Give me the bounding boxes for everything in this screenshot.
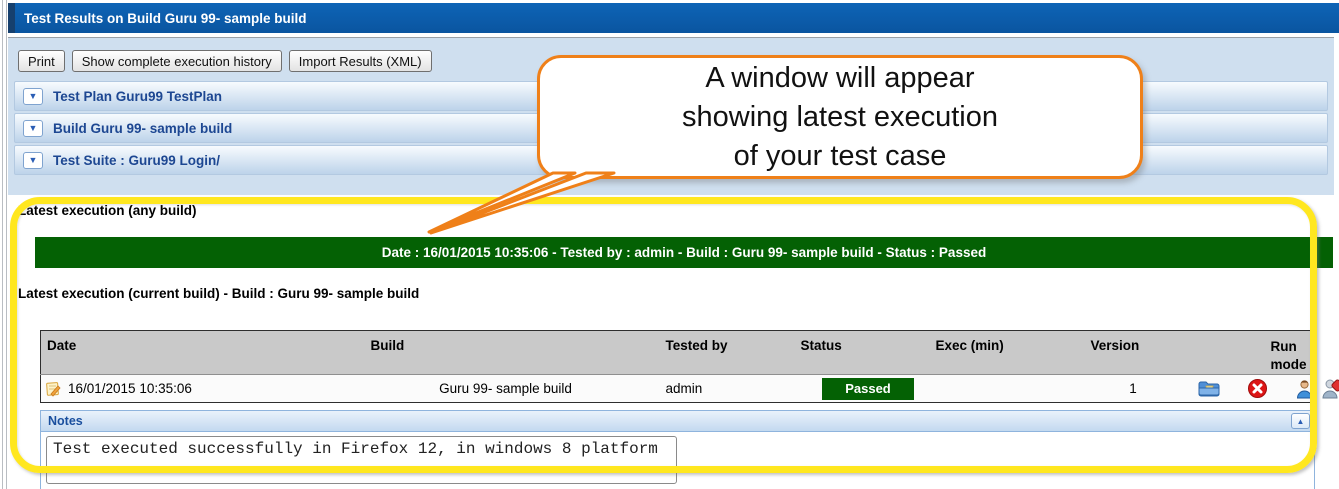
notes-text-field[interactable]: Test executed successfully in Firefox 12…: [46, 436, 677, 484]
column-header-run-mode: Run mode: [1175, 330, 1316, 375]
execution-date: 16/01/2015 10:35:06: [68, 381, 192, 396]
table-header-row: Date Build Tested by Status Exec (min) V…: [40, 330, 1316, 375]
page-title-text: Test Results on Build Guru 99- sample bu…: [24, 10, 307, 26]
import-results-button[interactable]: Import Results (XML): [288, 50, 432, 72]
chevron-down-icon[interactable]: ▼: [23, 87, 43, 105]
manual-run-mode-user-icon[interactable]: [1295, 379, 1314, 399]
execution-exec-min: [935, 374, 1091, 403]
user-status-icon[interactable]: [1320, 378, 1339, 405]
notes-body: Test executed successfully in Firefox 12…: [40, 432, 1315, 489]
callout-line: of your test case: [733, 139, 947, 172]
print-button[interactable]: Print: [18, 50, 65, 72]
notes-panel: Notes ▲ Test executed successfully in Fi…: [40, 410, 1315, 489]
accordion-label: Test Suite : Guru99 Login/: [53, 152, 221, 168]
column-header-date: Date: [40, 330, 371, 375]
callout-line: showing latest execution: [682, 100, 998, 133]
accordion-label: Build Guru 99- sample build: [53, 120, 233, 136]
execution-tester: admin: [640, 374, 801, 403]
chevron-down-icon[interactable]: ▼: [23, 151, 43, 169]
execution-version: 1: [1090, 374, 1176, 403]
accordion-label: Test Plan Guru99 TestPlan: [53, 88, 223, 104]
frame-divider-line: [6, 0, 7, 489]
annotation-callout-bubble: A window will appear showing latest exec…: [537, 55, 1143, 179]
table-row: 16/01/2015 10:35:06 Guru 99- sample buil…: [40, 374, 1316, 403]
column-header-tested-by: Tested by: [640, 330, 801, 375]
notes-header: Notes ▲: [40, 410, 1315, 432]
edit-note-icon: [45, 381, 62, 397]
latest-execution-current-build-label: Latest execution (current build) - Build…: [18, 286, 420, 301]
collapse-up-icon[interactable]: ▲: [1291, 413, 1310, 429]
chevron-down-icon[interactable]: ▼: [23, 119, 43, 137]
page-title: Test Results on Build Guru 99- sample bu…: [8, 3, 1339, 33]
notes-title: Notes: [48, 414, 83, 428]
column-header-exec-min: Exec (min): [935, 330, 1091, 375]
latest-execution-banner-text: Date : 16/01/2015 10:35:06 - Tested by :…: [381, 245, 987, 260]
attachment-folder-icon[interactable]: [1198, 380, 1220, 397]
column-header-status: Status: [800, 330, 936, 375]
execution-build: Guru 99- sample build: [370, 374, 641, 403]
latest-execution-banner: Date : 16/01/2015 10:35:06 - Tested by :…: [35, 237, 1333, 268]
frame-divider-line: [2, 0, 3, 489]
column-header-version: Version: [1090, 330, 1176, 375]
execution-table: Date Build Tested by Status Exec (min) V…: [40, 330, 1316, 403]
show-history-button[interactable]: Show complete execution history: [71, 50, 282, 72]
toolbar: Print Show complete execution history Im…: [18, 50, 432, 72]
delete-execution-icon[interactable]: [1247, 379, 1267, 398]
column-header-build: Build: [370, 330, 641, 375]
status-badge: Passed: [822, 377, 914, 400]
callout-line: A window will appear: [705, 61, 975, 94]
latest-execution-any-build-label: Latest execution (any build): [18, 203, 197, 218]
